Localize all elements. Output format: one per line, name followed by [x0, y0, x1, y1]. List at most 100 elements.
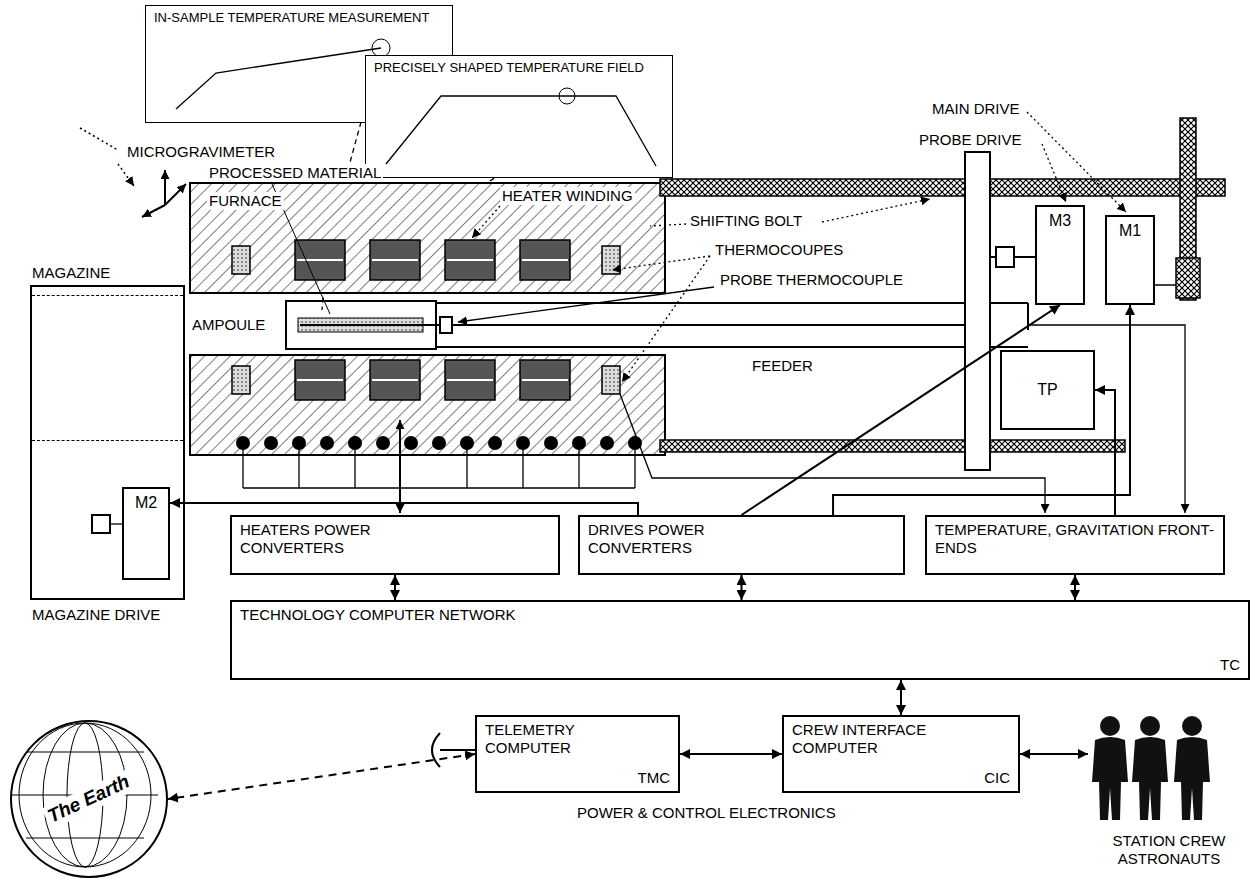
heater-winding: [602, 246, 620, 274]
signal-wire: [1028, 325, 1185, 513]
signal-arrow: [742, 305, 1061, 515]
signal-wire: [243, 450, 635, 488]
node-drawing: [1140, 716, 1160, 736]
node-tag: TMC: [630, 765, 679, 791]
node-title: MAGAZINE: [30, 262, 112, 284]
part-label: PROBE DRIVE: [917, 131, 1024, 149]
winding-terminal: [488, 436, 502, 450]
shifting-bolt: [1176, 258, 1200, 298]
motor-box: M1: [1105, 215, 1155, 305]
node-drawing: [386, 96, 656, 166]
signal-arrow: [680, 753, 782, 755]
node-title: AMPOULE: [190, 314, 267, 336]
computer-box: CREW INTERFACE COMPUTER CIC: [782, 715, 1020, 793]
node-drawing: [26, 752, 144, 753]
microgravimeter-symbol: [142, 205, 165, 217]
drive-plate: [990, 256, 996, 258]
winding-terminal: [432, 436, 446, 450]
radio-link: [168, 754, 475, 799]
magazine-part: [92, 515, 110, 533]
part-label: PROBE THERMOCOUPLE: [718, 271, 905, 289]
node-drawing: [12, 723, 158, 867]
drive-plate: [1014, 256, 1035, 258]
motor-box: M3: [1035, 205, 1085, 305]
part-label: PROCESSED MATERIAL: [207, 164, 383, 182]
node-title: PRECISELY SHAPED TEMPERATURE FIELD: [366, 56, 652, 80]
earth-globe: The Earth: [10, 720, 168, 878]
leader-line: [650, 224, 686, 226]
leader-line: [1042, 144, 1066, 202]
winding-terminal: [348, 436, 362, 450]
signal-arrow: [170, 503, 638, 515]
signal-arrow: [741, 575, 743, 600]
heater-winding: [232, 246, 250, 274]
heater-winding: [297, 260, 568, 380]
furnace-body: [190, 183, 665, 293]
node-drawing: [1132, 716, 1168, 820]
winding-terminal: [544, 436, 558, 450]
process-box: HEATERS POWER CONVERTERS: [230, 515, 560, 575]
node-drawing: [1092, 737, 1128, 820]
leader-line: [472, 206, 500, 238]
part-label: THERMOCOUPES: [713, 241, 845, 259]
ampoule-box: AMPOULE: [190, 300, 437, 350]
feeder-tube: [437, 302, 968, 304]
computer-box: TELEMETRY COMPUTERTMC: [475, 715, 680, 793]
sensor-box: TP: [1000, 350, 1095, 430]
winding-terminal: [264, 436, 278, 450]
magazine-box: MAGAZINE M2: [30, 262, 185, 600]
node-title: IN-SAMPLE TEMPERATURE MEASUREMENT: [146, 6, 437, 30]
magazine-housing: [30, 285, 185, 600]
heater-winding: [232, 366, 250, 394]
node-drawing: [1174, 737, 1210, 820]
feeder-tube: [440, 317, 452, 333]
signal-arrow: [1074, 575, 1076, 600]
magazine-divider: [32, 440, 183, 441]
part-label: FURNACE: [207, 192, 284, 210]
signal-wire: [110, 523, 122, 524]
node-title: TEMPERATURE, GRAVITATION FRONT-ENDS: [927, 517, 1223, 561]
feeder-tube: [437, 346, 968, 348]
leader-line: [612, 256, 710, 270]
winding-terminal: [320, 436, 334, 450]
signal-arrow: [1095, 390, 1115, 515]
winding-terminal: [516, 436, 530, 450]
part-label: FEEDER: [750, 357, 815, 375]
winding-terminal: [236, 436, 250, 450]
heater-winding: [602, 366, 620, 394]
part-label: POWER & CONTROL ELECTRONICS: [575, 804, 838, 822]
shifting-bolt: [660, 440, 1125, 452]
furnace-body: [190, 183, 665, 455]
node-drawing: [26, 838, 144, 839]
node-drawing: [1132, 737, 1168, 820]
signal-arrow: [900, 680, 902, 715]
node-title: The Earth: [42, 769, 136, 829]
antenna-symbol: [432, 733, 440, 767]
furnace-body: [190, 355, 665, 455]
node-title: CREW INTERFACE COMPUTER: [784, 717, 960, 761]
drive-plate: [996, 247, 1014, 267]
winding-terminal: [404, 436, 418, 450]
node-drawing: [1182, 716, 1202, 736]
callout-box: PRECISELY SHAPED TEMPERATURE FIELD: [365, 55, 673, 178]
node-title: TECHNOLOGY COMPUTER NETWORK: [232, 602, 524, 628]
magazine-part: [92, 515, 110, 533]
antenna-symbol: [440, 749, 475, 751]
process-box: TEMPERATURE, GRAVITATION FRONT-ENDS: [925, 515, 1225, 575]
part-label: MICROGRAVIMETER: [125, 143, 277, 161]
feeder-tube: [300, 303, 1028, 347]
signal-wire: [243, 487, 635, 488]
shifting-bolt: [660, 118, 1225, 452]
winding-terminal: [572, 436, 586, 450]
node-drawing: [176, 48, 381, 109]
node-title: DRIVES POWER CONVERTERS: [580, 517, 766, 561]
leader-line: [822, 199, 930, 222]
signal-arrow: [394, 575, 396, 600]
network-box: TECHNOLOGY COMPUTER NETWORKTC: [230, 600, 1250, 680]
node-tag: CIC: [976, 765, 1018, 791]
drive-plate: [965, 152, 990, 470]
motor-box: M2: [122, 487, 170, 580]
signal-wire: [399, 420, 401, 513]
magazine-divider: [32, 295, 183, 296]
antenna-symbol: [432, 733, 475, 767]
